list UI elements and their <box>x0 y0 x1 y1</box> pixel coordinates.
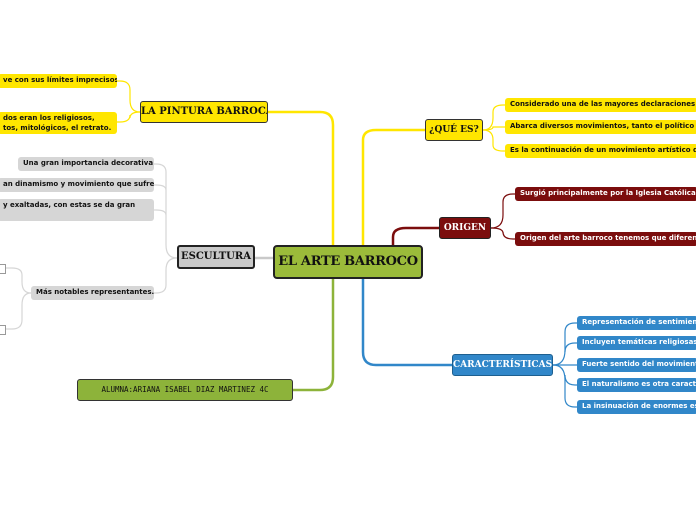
pintura-item-line: dos eran los religiosos, <box>3 113 112 123</box>
origen-item[interactable]: Origen del arte barroco tenemos que dife… <box>515 232 696 246</box>
pintura-item[interactable]: ve con sus límites imprecisos <box>0 74 117 88</box>
caract-item[interactable]: Representación de sentimien <box>577 316 696 330</box>
origen-item[interactable]: Surgió principalmente por la Iglesia Cat… <box>515 187 696 201</box>
caract-item[interactable]: Fuerte sentido del movimient <box>577 358 696 372</box>
escultura-item[interactable]: y exaltadas, con estas se da gran <box>0 199 154 221</box>
escultura-item[interactable]: Más notables representantes. <box>31 286 154 300</box>
topic-origen[interactable]: ORIGEN <box>439 217 491 239</box>
pintura-item[interactable]: dos eran los religiosos, tos, mitológico… <box>0 112 117 134</box>
pintura-item-line: tos, mitológicos, el retrato. <box>3 123 112 133</box>
escultura-item[interactable]: Una gran importancia decorativa <box>18 157 154 171</box>
quees-item[interactable]: Es la continuación de un movimiento artí… <box>505 144 696 158</box>
quees-item[interactable]: Abarca diversos movimientos, tanto el po… <box>505 120 696 134</box>
topic-escultura[interactable]: ESCULTURA <box>177 245 255 269</box>
topic-pintura-barroca[interactable]: LA PINTURA BARROCA <box>140 101 268 123</box>
caract-item[interactable]: Incluyen temáticas religiosas <box>577 336 696 350</box>
caract-item[interactable]: La insinuación de enormes es <box>577 400 696 414</box>
topic-alumna[interactable]: ALUMNA:ARIANA ISABEL DIAZ MARTINEZ 4C <box>77 379 293 401</box>
escultura-item[interactable]: an dinamismo y movimiento que sufre <box>0 178 154 192</box>
representante-node[interactable] <box>0 325 6 335</box>
central-topic[interactable]: EL ARTE BARROCO <box>273 245 423 279</box>
caract-item[interactable]: El naturalismo es otra caract <box>577 378 696 392</box>
quees-item[interactable]: Considerado una de las mayores declaraci… <box>505 98 696 112</box>
representante-node[interactable] <box>0 264 6 274</box>
topic-caracteristicas[interactable]: CARACTERÍSTICAS <box>452 354 553 376</box>
topic-que-es[interactable]: ¿QUÉ ES? <box>425 119 483 141</box>
